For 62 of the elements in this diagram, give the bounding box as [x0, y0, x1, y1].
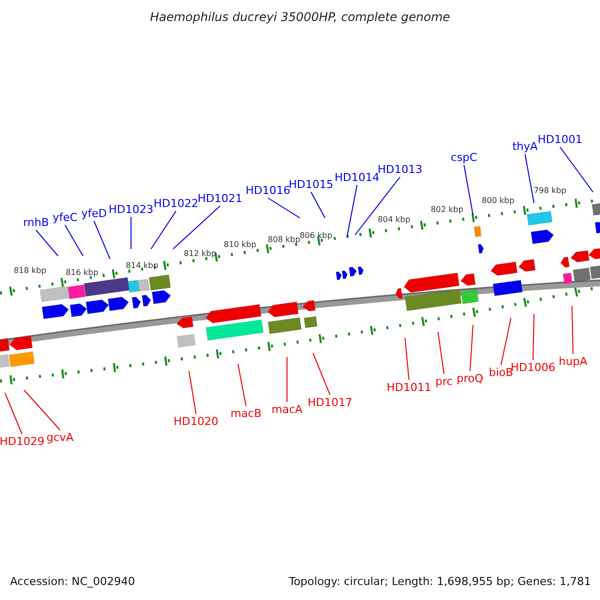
gene-label: HD1022 [154, 197, 198, 210]
position-label: 806 kbp [300, 230, 332, 240]
genome-summary: Topology: circular; Length: 1,698,955 bp; Genes: 1,781 [288, 575, 591, 588]
position-label: 804 kbp [378, 214, 410, 226]
leader-line [94, 220, 110, 260]
leader-line [286, 356, 288, 402]
leader-line [572, 306, 574, 354]
gene-label: thyA [512, 140, 538, 153]
gene-label: HD1011 [386, 381, 432, 394]
leader-line [560, 146, 594, 192]
leader-line [532, 314, 534, 360]
leader-line [268, 198, 300, 218]
gene-label: HD1021 [198, 192, 242, 205]
position-label: 808 kbp [268, 235, 300, 246]
leader-line [312, 352, 330, 396]
leader-line [346, 184, 358, 238]
position-label: 802 kbp [430, 204, 464, 216]
leader-line [500, 318, 512, 366]
position-label: 818 kbp [14, 265, 46, 277]
leader-line [130, 216, 132, 250]
gene-label: HD1029 [0, 435, 44, 448]
leader-line [354, 176, 400, 236]
leader-line [404, 338, 410, 380]
leader-line [188, 370, 196, 414]
gene-label: proQ [456, 372, 484, 385]
leader-line [172, 206, 220, 250]
leader-line [238, 364, 246, 406]
gene-label: gcvA [46, 431, 74, 444]
leader-line [4, 392, 22, 434]
position-label: 810 kbp [224, 239, 256, 251]
leader-line [64, 224, 84, 256]
gene-label: HD1001 [538, 133, 582, 146]
gene-label: HD1015 [288, 178, 334, 191]
leader-line [464, 164, 474, 216]
position-label: 814 kbp [126, 260, 158, 272]
gene-label: macB [230, 407, 262, 420]
leader-line [438, 332, 444, 374]
gene-label: yfeC [52, 211, 78, 224]
accession-label: Accession: NC_002940 [10, 575, 136, 588]
gene-label: HD1014 [334, 171, 380, 184]
position-label: 800 kbp [482, 195, 514, 207]
gene-label: cspC [450, 151, 478, 164]
leader-line [150, 210, 176, 250]
gene-label: hupA [558, 355, 588, 368]
leader-line [24, 390, 60, 430]
gene-label: prc [435, 375, 453, 388]
gene-label: HD1017 [308, 396, 352, 409]
gene-label: macA [271, 403, 303, 416]
gene-label: HD1023 [108, 203, 154, 216]
leader-line [524, 154, 534, 204]
leader-line [310, 192, 326, 218]
gene-label: HD1016 [246, 184, 290, 197]
leader-line [36, 230, 58, 256]
position-label: 816 kbp [66, 267, 98, 279]
gene-label: HD1013 [378, 163, 422, 176]
map-title: Haemophilus ducreyi 35000HP, complete genome [150, 11, 450, 24]
leader-line [470, 324, 474, 372]
position-label: 798 kbp [534, 185, 566, 197]
gene-label: rnhB [23, 216, 49, 229]
position-label: 812 kbp [184, 248, 216, 260]
gene-label: HD1020 [174, 415, 218, 428]
gene-label: yfeD [81, 207, 107, 220]
